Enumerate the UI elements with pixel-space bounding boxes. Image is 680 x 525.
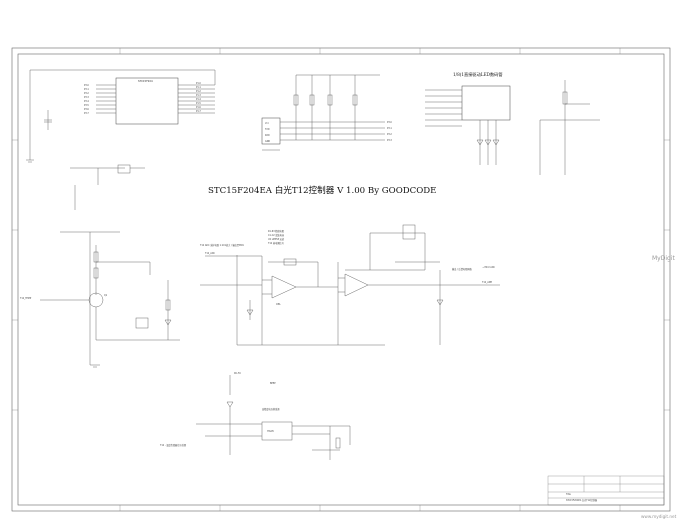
- svg-text:P3.2: P3.2: [84, 92, 89, 95]
- svg-text:P3.0: P3.0: [84, 84, 89, 87]
- display-section: 1/8(1直接驱动LED数码管: [425, 71, 511, 165]
- svg-text:P1.1: P1.1: [196, 86, 201, 89]
- right-driver-section: [539, 80, 600, 175]
- svg-text:T12 热电偶信号: T12 热电偶信号: [268, 241, 285, 245]
- schematic-title: STC15F204EA 白光T12控制器 V 1.00 By GOODCODE: [208, 184, 436, 196]
- svg-text:U2 LM358 运放: U2 LM358 运放: [268, 237, 285, 241]
- opamp2-section: 输出 / 反馈电阻网络 → MCU ADC T12_AMP: [337, 224, 500, 345]
- svg-text:P3.4: P3.4: [84, 100, 89, 103]
- power-label: DC-5V: [234, 372, 241, 375]
- svg-text:P3.6: P3.6: [84, 108, 89, 111]
- watermark-top: MyDigit: [652, 255, 675, 262]
- display-heading: 1/8(1直接驱动LED数码管: [453, 71, 503, 78]
- svg-text:P1.6: P1.6: [196, 106, 201, 109]
- mcu-part-label: STC15F204: [138, 79, 153, 83]
- svg-text:P1.4: P1.4: [196, 98, 201, 101]
- mcu-chip: [115, 77, 179, 125]
- svg-text:T12 - 温度传感器信号处理: T12 - 温度传感器信号处理: [160, 443, 187, 447]
- svg-text:TXD: TXD: [265, 128, 270, 131]
- svg-text:P3.7: P3.7: [84, 112, 89, 115]
- title-block: [547, 475, 665, 506]
- svg-text:T12_AMP: T12_AMP: [482, 281, 493, 284]
- svg-text:GND: GND: [265, 140, 270, 143]
- opamp-label: OPA: [276, 303, 281, 306]
- t12-adc-label: T12_ADC: [205, 252, 215, 255]
- svg-text:P3.2: P3.2: [387, 133, 392, 136]
- svg-text:P1.7: P1.7: [196, 110, 201, 113]
- regulator-label: 78L05: [267, 430, 274, 433]
- program-header: [261, 117, 281, 145]
- svg-text:P3.3: P3.3: [84, 96, 89, 99]
- svg-text:→ MCU ADC: → MCU ADC: [482, 266, 495, 269]
- mosfet-label: Q1: [104, 294, 108, 297]
- svg-text:P3.1: P3.1: [387, 127, 392, 130]
- svg-text:RXD: RXD: [265, 134, 270, 137]
- svg-text:高精度电压基准源: 高精度电压基准源: [262, 407, 280, 411]
- svg-text:T12 ADC 采样电路 1:101放大 / 输出至MCU: T12 ADC 采样电路 1:101放大 / 输出至MCU: [200, 243, 244, 247]
- svg-text:输出 / 反馈电阻网络: 输出 / 反馈电阻网络: [452, 267, 472, 271]
- zone-ticks: [12, 48, 670, 511]
- svg-text:P1.2: P1.2: [196, 90, 201, 93]
- sheet-inner-frame: [17, 53, 665, 506]
- watermark-bottom: www.mydigit.net: [641, 514, 677, 519]
- regulator-chip: [261, 421, 293, 441]
- svg-text:Title: Title: [566, 493, 571, 496]
- svg-text:P3.3: P3.3: [387, 139, 392, 142]
- buzzer-regulator-section: 78L05 BEEP DC-5V 高精度电压基准源 T12 - 温度传感器信号处…: [160, 372, 351, 460]
- svg-text:P3.1: P3.1: [84, 88, 89, 91]
- opamp-section: OPA T12_ADC T12 ADC 采样电路 1:101放大 / 输出至MC…: [200, 229, 385, 346]
- svg-text:P1.0: P1.0: [196, 82, 201, 85]
- svg-text:P1.5: P1.5: [196, 102, 201, 105]
- power-section: T12_TEMP Q1: [20, 164, 180, 368]
- svg-text:STC15F204EA 白光T12控制器: STC15F204EA 白光T12控制器: [566, 498, 598, 502]
- led-display: [461, 85, 511, 121]
- t12-temp-label: T12_TEMP: [20, 297, 32, 300]
- buzzer-label: BEEP: [270, 382, 276, 385]
- svg-text:P3.0: P3.0: [387, 121, 392, 124]
- svg-text:P3.5: P3.5: [84, 104, 89, 107]
- svg-text:C1-C2 滤波电容: C1-C2 滤波电容: [268, 233, 285, 237]
- svg-text:Vcc: Vcc: [265, 122, 270, 125]
- mcu-section: STC15F204 P3.0P3.1P3.2 P3.3P3.4P3.5 P3.6…: [26, 69, 216, 163]
- sheet-frame: [11, 47, 671, 512]
- svg-text:P1.3: P1.3: [196, 94, 201, 97]
- svg-text:R1-R3 精密电阻: R1-R3 精密电阻: [268, 229, 285, 233]
